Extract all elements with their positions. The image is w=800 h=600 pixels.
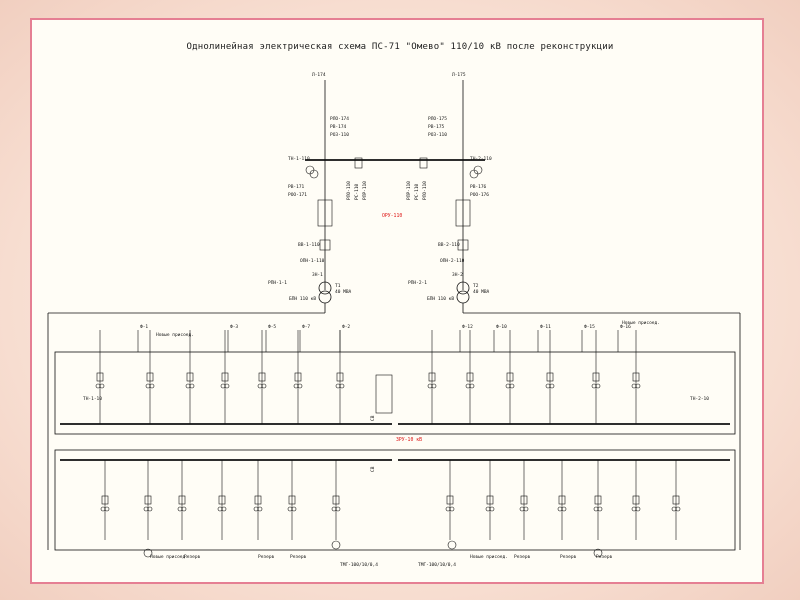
bottom-feeder-label: Резерв: [290, 554, 307, 560]
bottom-feeder-label: Резерв: [184, 554, 201, 560]
bottom-feeder-label: Новые присоед.: [150, 554, 188, 560]
transformer-bushing: БПН 110 кВ: [427, 296, 454, 302]
sv-label-1: СВ: [370, 415, 376, 421]
tsn-label-1: ТМГ-100/10/0,4: [340, 562, 378, 568]
top-feeder-label: Ф-7: [302, 324, 310, 330]
bottom-feeder-label: Новые присоед.: [470, 554, 508, 560]
hv-bus-label: ОРУ-110: [382, 213, 402, 219]
top-reserve-label-2: Новые присоед.: [622, 320, 660, 326]
rpn-label-1: РПН-1-1: [268, 280, 287, 286]
tsn-label-2: ТМГ-100/10/0,4: [418, 562, 456, 568]
transformer-rating: 40 МВА: [335, 289, 352, 295]
top-feeder-label: Ф-10: [496, 324, 507, 330]
breaker-label-1: ВВ-1-110: [298, 242, 320, 248]
top-feeder-label: Ф-11: [540, 324, 551, 330]
top-feeder-label: Ф-2: [342, 324, 350, 330]
top-feeder-label: Ф-5: [268, 324, 276, 330]
zn-label-2: ЗН-2: [452, 272, 463, 278]
transformer-name: T2: [473, 283, 479, 289]
rpn-label-2: РПН-2-1: [408, 280, 427, 286]
bridge-label: РЛО-110: [422, 181, 428, 200]
breaker-label-2: ВВ-2-110: [438, 242, 460, 248]
bottom-feeder-label: Резерв: [514, 554, 531, 560]
top-feeder-label: Ф-15: [584, 324, 595, 330]
line-label-l175: Л-175: [452, 72, 466, 78]
transformer-bushing: БПН 110 кВ: [289, 296, 316, 302]
hv-left-apparatus-label: РОЗ-110: [330, 132, 349, 138]
hv-right-apparatus-label: РЛО-175: [428, 116, 447, 122]
diagram-frame: [30, 18, 764, 584]
bridge-label: РС-110: [414, 183, 420, 200]
hv-right-apparatus-label: РВ-175: [428, 124, 445, 130]
bridge-label: РЛО-110: [346, 181, 352, 200]
bridge-label: РЛР-110: [362, 181, 368, 200]
mv-bus-label: ЗРУ-10 кВ: [396, 437, 422, 443]
hv-right-apparatus-label: ТН-2-110: [470, 156, 492, 162]
sv-label-2: СВ: [370, 466, 376, 472]
top-reserve-label-1: Новые присоед.: [156, 332, 194, 338]
hv-left-apparatus-label: РОО-171: [288, 192, 307, 198]
top-feeder-label: Ф-1: [140, 324, 148, 330]
hv-right-apparatus-label: РОЗ-110: [428, 132, 447, 138]
opn-label-1: ОПН-1-110: [300, 258, 325, 264]
bridge-label: РЛР-110: [406, 181, 412, 200]
top-feeder-label: Ф-3: [230, 324, 238, 330]
hv-left-apparatus-label: РВ-171: [288, 184, 305, 190]
bottom-feeder-label: Резерв: [560, 554, 577, 560]
hv-right-apparatus-label: РОО-176: [470, 192, 489, 198]
line-label-l174: Л-174: [312, 72, 326, 78]
top-feeder-label: Ф-16: [620, 324, 631, 330]
hv-left-apparatus-label: РЛО-174: [330, 116, 349, 122]
transformer-name: T1: [335, 283, 341, 289]
top-feeder-label: Ф-12: [462, 324, 473, 330]
bottom-feeder-label: Резерв: [596, 554, 613, 560]
zn-label-1: ЗН-1: [312, 272, 323, 278]
diagram-title: Однолинейная электрическая схема ПС-71 "…: [186, 42, 614, 52]
hv-left-apparatus-label: РВ-174: [330, 124, 347, 130]
transformer-rating: 40 МВА: [473, 289, 490, 295]
tn-label-1: ТН-1-10: [83, 396, 102, 402]
hv-left-apparatus-label: ТН-1-110: [288, 156, 310, 162]
opn-label-2: ОПН-2-110: [440, 258, 465, 264]
bottom-feeder-label: Резерв: [258, 554, 275, 560]
hv-right-apparatus-label: РВ-176: [470, 184, 487, 190]
bridge-label: РС-110: [354, 183, 360, 200]
tn-label-2: ТН-2-10: [690, 396, 709, 402]
